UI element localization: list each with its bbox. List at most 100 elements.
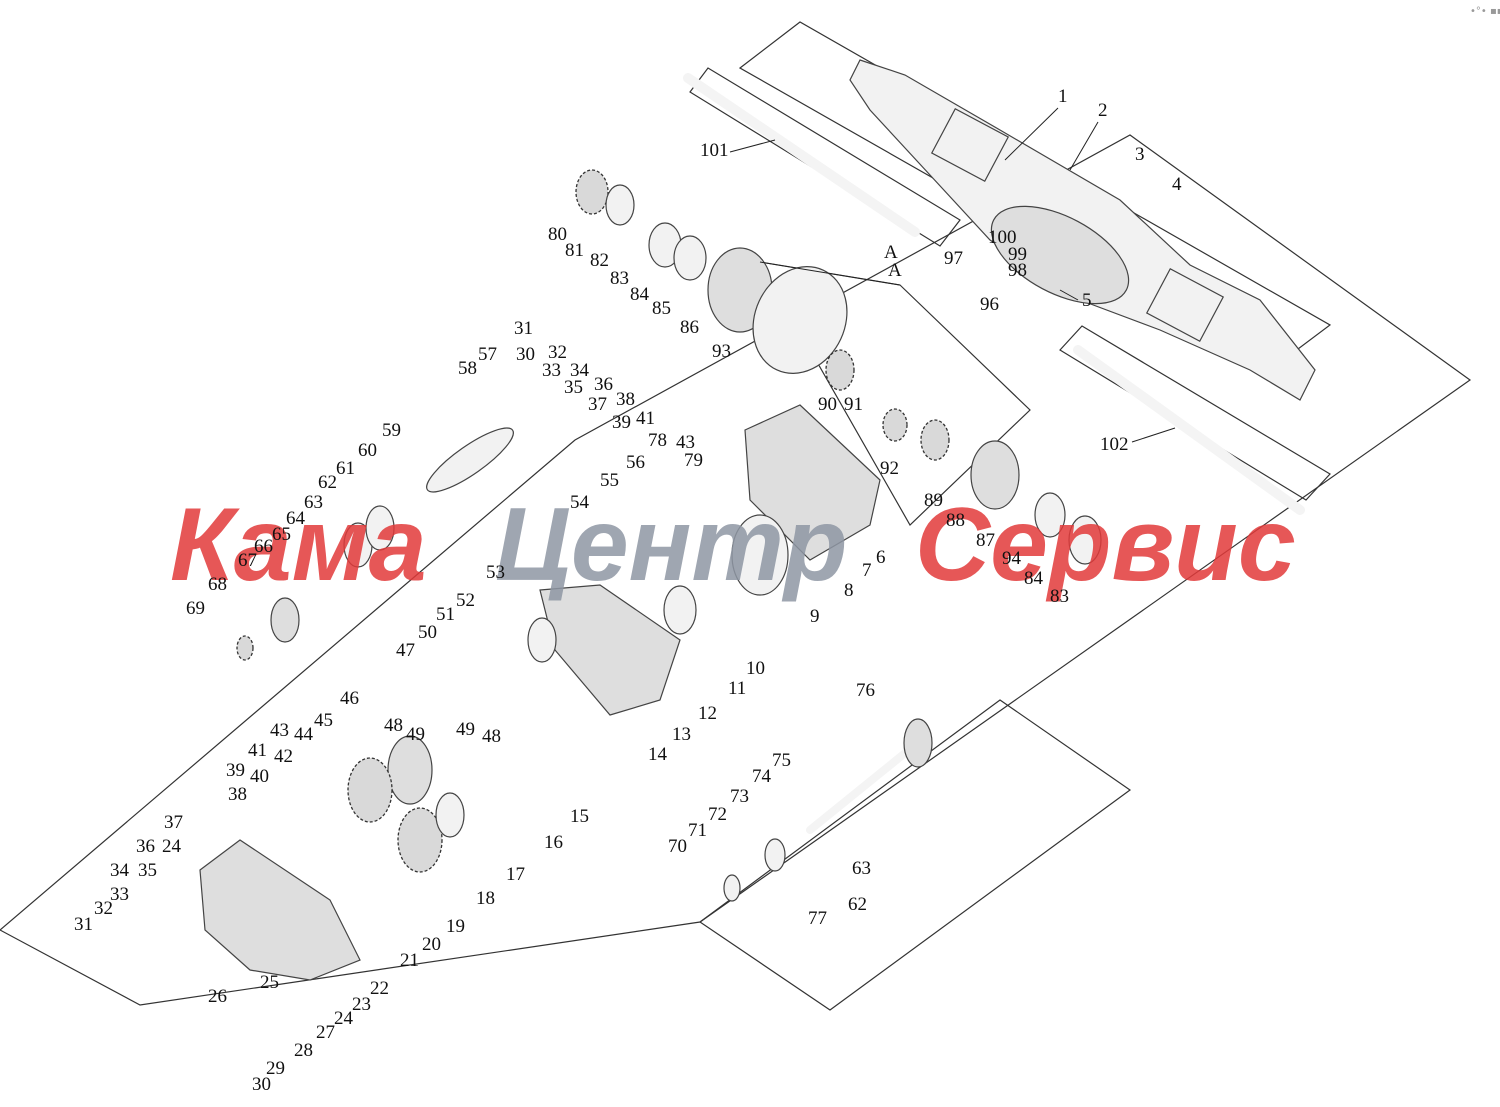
differential-case-88 (970, 440, 1020, 510)
output-shaft-76-core (806, 741, 919, 834)
part-label: 11 (728, 678, 746, 699)
carrier-housing-6 (744, 404, 881, 561)
input-shaft-58 (426, 427, 514, 493)
part-label: 58 (458, 358, 477, 379)
part-label: 75 (772, 750, 791, 771)
part-label: 7 (862, 560, 872, 581)
part-label: 39 (226, 760, 245, 781)
bearing-10 (663, 585, 697, 635)
part-label: 73 (730, 786, 749, 807)
part-label: 81 (565, 240, 584, 261)
part-label: 20 (422, 934, 441, 955)
leader-102 (1131, 427, 1176, 443)
part-label: 29 (266, 1058, 285, 1079)
part-label: 56 (626, 452, 645, 473)
part-label: 32 (548, 342, 567, 363)
part-label: 6 (876, 547, 886, 568)
housing-cover-plate (990, 205, 1130, 305)
part-label: 63 (304, 492, 323, 513)
part-label: 41 (636, 408, 655, 429)
axle-housing (849, 59, 1316, 401)
ring-83b (1068, 515, 1102, 565)
plate-46 (387, 735, 433, 805)
part-label: 78 (648, 430, 667, 451)
part-label: 37 (164, 812, 183, 833)
watermark-part3: Сервис (915, 487, 1296, 603)
part-label: 46 (340, 688, 359, 709)
part-label: 19 (446, 916, 465, 937)
part-label: 62 (848, 894, 867, 915)
flange-76 (903, 718, 933, 768)
part-label: 34 (570, 360, 590, 381)
bearing-60 (365, 505, 395, 551)
part-label: 43 (270, 720, 289, 741)
part-label: 61 (336, 458, 355, 479)
part-label: 57 (478, 344, 497, 365)
part-label: 66 (254, 536, 273, 557)
part-label: 35 (564, 377, 583, 398)
side-gear-90 (825, 349, 855, 391)
part-label: 49 (406, 724, 425, 745)
leader-2 (1069, 121, 1099, 171)
part-label: 49 (456, 719, 475, 740)
part-label: 1 (1058, 86, 1068, 107)
part-label: 41 (248, 740, 267, 761)
part-label: 27 (316, 1022, 335, 1043)
part-label: 44 (294, 724, 314, 745)
part-label: 90 (818, 394, 837, 415)
part-label: 38 (616, 389, 635, 410)
part-label: 38 (228, 784, 247, 805)
part-label: 91 (844, 394, 863, 415)
part-label: 48 (482, 726, 501, 747)
part-label: 3 (1135, 144, 1145, 165)
part-label: 24 (334, 1008, 354, 1029)
part-label: 53 (486, 562, 505, 583)
part-label: 77 (808, 908, 827, 929)
view-label: A (884, 242, 898, 263)
leader-5 (1059, 289, 1079, 301)
bearing-81 (605, 184, 635, 226)
part-label: 18 (476, 888, 495, 909)
flange-assembly-frame (698, 699, 1132, 1011)
part-label: 32 (94, 898, 113, 919)
part-label: 21 (400, 950, 419, 971)
part-label: 60 (358, 440, 377, 461)
part-label: 89 (924, 490, 943, 511)
part-label: A (888, 260, 902, 281)
part-label: 33 (110, 884, 129, 905)
part-label: 50 (418, 622, 437, 643)
drive-components (199, 169, 1102, 981)
watermark-part1: Кама (170, 487, 427, 603)
part-label: 33 (542, 360, 561, 381)
part-label: 51 (436, 604, 455, 625)
part-label: 43 (676, 432, 695, 453)
part-label: 102 (1100, 434, 1129, 455)
part-label: 40 (250, 766, 269, 787)
leader-101 (729, 139, 776, 153)
ring-gear-93 (752, 266, 848, 374)
part-label: 85 (652, 298, 671, 319)
part-label: 71 (688, 820, 707, 841)
side-gear-89 (920, 419, 950, 461)
part-label: 17 (506, 864, 525, 885)
part-label: 13 (672, 724, 691, 745)
part-label: 101 (700, 140, 729, 161)
housing-bracket-right (1145, 268, 1225, 342)
part-label: 24 (162, 836, 182, 857)
bearing-17 (435, 792, 465, 838)
seal-73 (764, 838, 786, 872)
part-label: 83 (1050, 586, 1069, 607)
part-label: 16 (544, 832, 563, 853)
part-label: 76 (856, 680, 875, 701)
part-label: 54 (570, 492, 590, 513)
housing-bracket-left (930, 108, 1010, 182)
watermark-part2: Центр (495, 487, 847, 603)
watermark: Кама Центр Сервис (170, 487, 1296, 603)
corner-mark: •°• ▪▪▪ (1470, 6, 1500, 17)
part-label: 34 (110, 860, 130, 881)
part-label: 52 (456, 590, 475, 611)
part-label: 72 (708, 804, 727, 825)
part-label: 14 (648, 744, 668, 765)
bearing-53 (527, 617, 557, 663)
